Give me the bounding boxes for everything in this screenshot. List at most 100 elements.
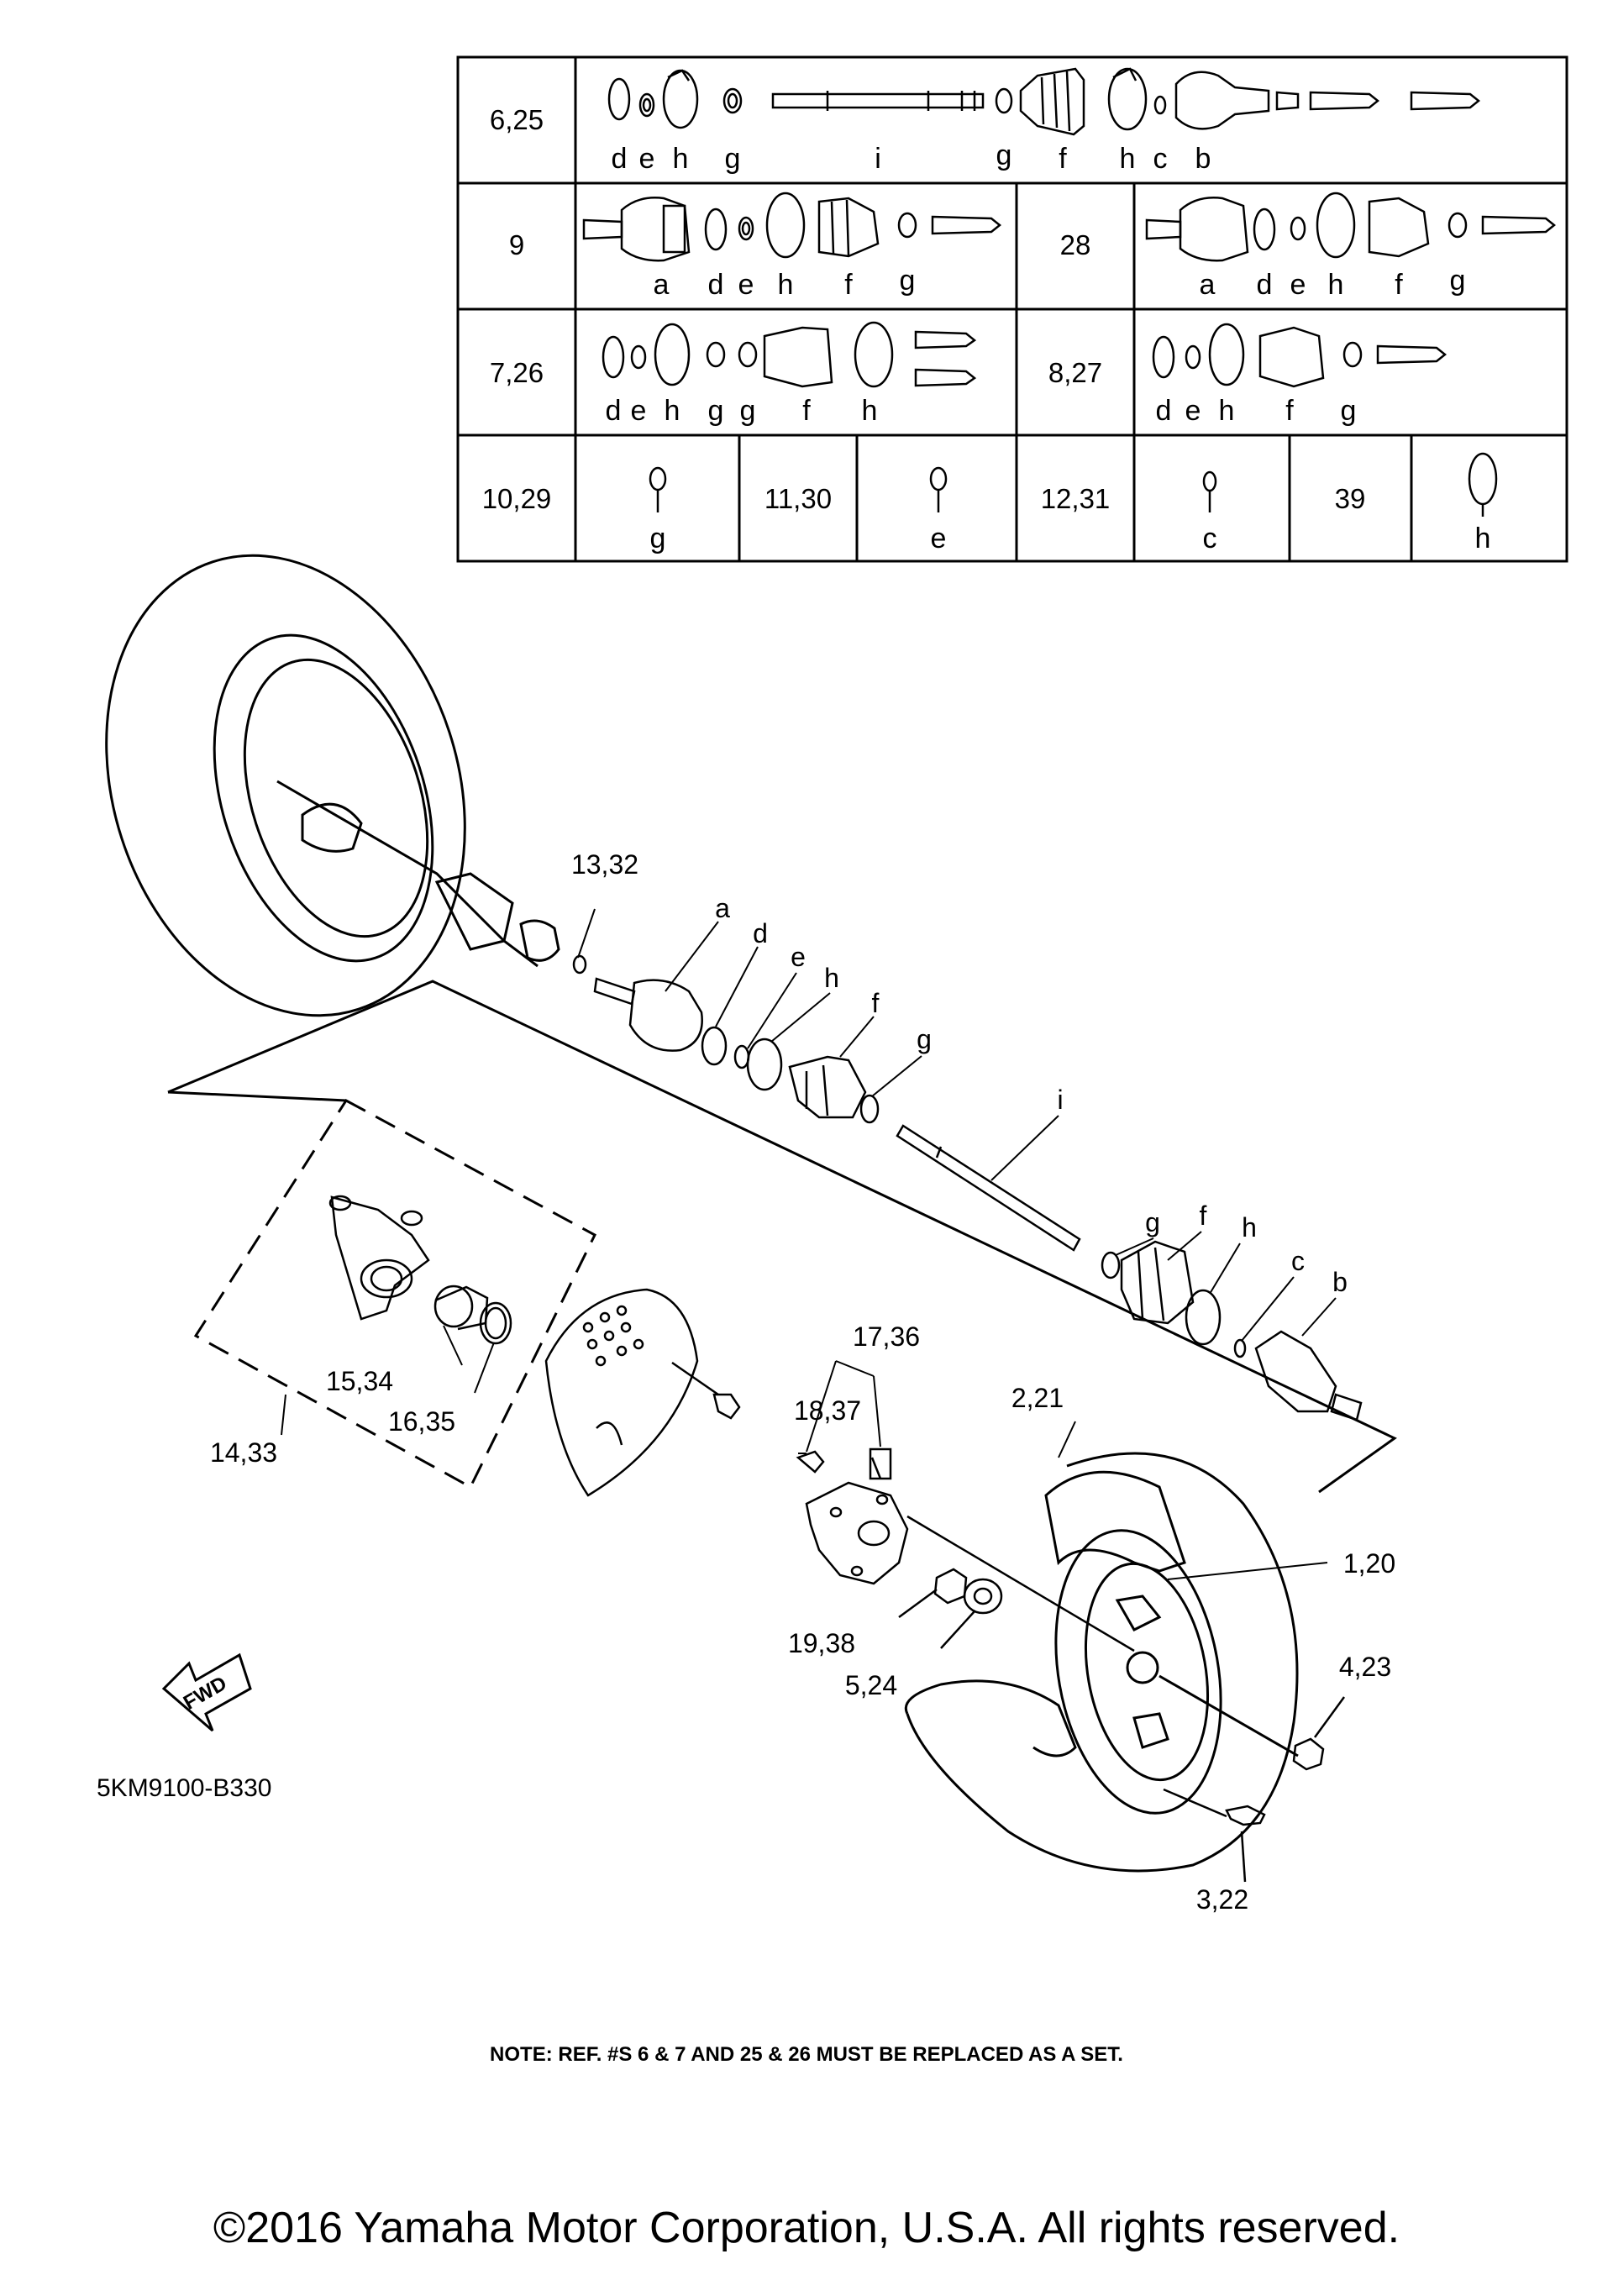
- row2-left-parts: [582, 192, 1002, 262]
- callout-f: f: [872, 988, 880, 1018]
- fwd-label: FWD: [180, 1672, 231, 1715]
- callout-4-23: 4,23: [1339, 1652, 1391, 1682]
- callout-19-38: 19,38: [788, 1628, 855, 1658]
- row1-letters: d e h g i g f h c b: [612, 139, 1211, 175]
- part-letter: g: [900, 265, 916, 297]
- table-ref-row3-right: 8,27: [1048, 357, 1102, 388]
- callout-3-22: 3,22: [1196, 1884, 1248, 1915]
- part-letter: h: [673, 143, 689, 175]
- part-letter: b: [1195, 143, 1211, 175]
- part-letter: i: [875, 143, 881, 175]
- part-letter: g: [740, 395, 756, 427]
- part-letter: g: [996, 139, 1012, 171]
- copyright-notice: ©2016 Yamaha Motor Corporation, U.S.A. A…: [213, 2204, 1400, 2252]
- drive-shaft-parts: [572, 954, 1363, 1421]
- part-letter: g: [1450, 265, 1466, 297]
- part-letter: e: [931, 523, 947, 554]
- part-letter: e: [738, 269, 754, 301]
- row1-parts: [607, 67, 1481, 136]
- table-ref-row3-left: 7,26: [490, 357, 544, 388]
- part-letter: d: [606, 395, 622, 427]
- parts-table: [456, 55, 1568, 563]
- part-letter: g: [1341, 395, 1357, 427]
- part-letter: h: [665, 395, 680, 427]
- callout-b: b: [1332, 1267, 1348, 1297]
- callout-h: h: [1242, 1212, 1257, 1243]
- callout-5-24: 5,24: [845, 1670, 897, 1700]
- table-ref-row4-1: 10,29: [482, 483, 552, 514]
- callout-d: d: [753, 918, 768, 948]
- steering-knuckle: [328, 1195, 430, 1321]
- row2-right-parts: [1145, 192, 1557, 262]
- callout-17-36: 17,36: [853, 1321, 920, 1352]
- part-letter: f: [802, 395, 811, 427]
- callout-14-33: 14,33: [210, 1437, 277, 1468]
- part-letter: h: [862, 395, 878, 427]
- part-letter: d: [1257, 269, 1273, 301]
- callout-13-32: 13,32: [571, 849, 638, 880]
- part-letter: f: [1395, 269, 1403, 301]
- axle-nuts: [898, 1568, 1003, 1649]
- part-letter: f: [1285, 395, 1294, 427]
- part-letter: e: [1185, 395, 1201, 427]
- table-ref-row2-left: 9: [509, 229, 524, 260]
- row3-left-letters: d e h g g f h: [606, 395, 878, 427]
- knuckle-assembly-box: [193, 1099, 596, 1490]
- callout-a: a: [715, 893, 730, 923]
- row3-right-letters: d e h f g: [1156, 395, 1357, 427]
- fwd-arrow-icon: [161, 1652, 252, 1732]
- part-letter: d: [612, 143, 628, 175]
- table-ref-row4-2: 11,30: [764, 483, 832, 514]
- row3-parts: [602, 321, 1447, 388]
- diagram-code: 5KM9100-B330: [97, 1774, 272, 1802]
- part-letter: d: [1156, 395, 1172, 427]
- callout-h: h: [824, 963, 839, 993]
- part-letter: f: [1059, 143, 1067, 175]
- valve-stem-and-nut: [1163, 1696, 1346, 1883]
- part-letter: h: [778, 269, 794, 301]
- callout-c: c: [1291, 1246, 1305, 1276]
- wheel-leaders: [798, 1360, 1328, 1580]
- part-letter: h: [1219, 395, 1235, 427]
- brake-disc: [544, 1288, 699, 1497]
- part-letter: g: [708, 395, 724, 427]
- callout-g: g: [917, 1024, 932, 1054]
- table-ref-row4-3: 12,31: [1041, 483, 1111, 514]
- callout-1-20: 1,20: [1343, 1548, 1395, 1579]
- callout-2-21: 2,21: [1011, 1383, 1064, 1413]
- part-letter: c: [1203, 523, 1217, 554]
- part-letter: e: [1290, 269, 1306, 301]
- part-letter: h: [1120, 143, 1136, 175]
- part-letter: g: [650, 523, 666, 554]
- bearing: [433, 1285, 512, 1345]
- callout-16-35: 16,35: [388, 1406, 455, 1437]
- rear-wheel-tire: [105, 554, 560, 1017]
- part-letter: c: [1153, 143, 1168, 175]
- disc-bolt: [671, 1361, 741, 1420]
- part-letter: f: [844, 269, 853, 301]
- part-letter: e: [639, 143, 655, 175]
- callout-f: f: [1200, 1201, 1207, 1231]
- table-ref-row2-right: 28: [1060, 229, 1091, 260]
- table-ref-row4-4: 39: [1335, 483, 1366, 514]
- part-letter: a: [654, 269, 670, 301]
- callout-15-34: 15,34: [326, 1366, 393, 1396]
- row2-right-letters: a d e h f g: [1200, 265, 1466, 301]
- part-letter: h: [1328, 269, 1344, 301]
- exploded-view-boundary: [167, 980, 1397, 1494]
- callout-i: i: [1057, 1085, 1063, 1115]
- row2-left-letters: a d e h f g: [654, 265, 916, 301]
- part-letter: d: [708, 269, 724, 301]
- part-letter: h: [1475, 523, 1491, 554]
- callout-e: e: [791, 942, 806, 972]
- callout-18-37: 18,37: [794, 1395, 861, 1426]
- part-letter: e: [631, 395, 647, 427]
- table-ref-row1: 6,25: [490, 104, 544, 135]
- front-wheel-tire: [905, 1452, 1299, 1873]
- wheel-hub: [796, 1447, 1135, 1652]
- leader-lines: [281, 908, 1337, 1436]
- callout-g: g: [1145, 1207, 1160, 1237]
- replacement-note: NOTE: REF. #S 6 & 7 AND 25 & 26 MUST BE …: [490, 2043, 1123, 2066]
- row4-parts: [649, 452, 1498, 517]
